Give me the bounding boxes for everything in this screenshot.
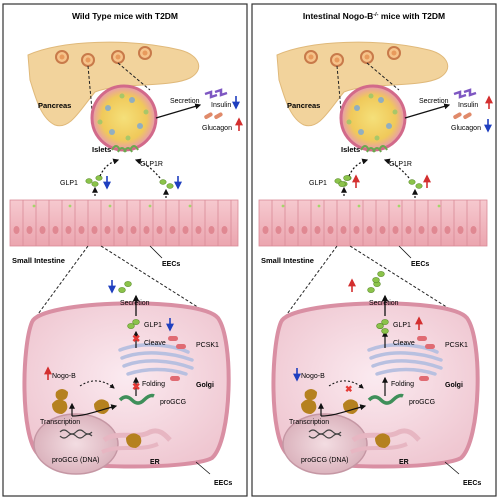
left-title: Wild Type mice with T2DM bbox=[72, 11, 178, 21]
right-eecs-bottom: EECs bbox=[463, 480, 481, 487]
right-pancreas-label: Pancreas bbox=[287, 101, 320, 110]
right-pcsk1-label: PCSK1 bbox=[445, 342, 468, 349]
left-pancreas-label: Pancreas bbox=[38, 101, 71, 110]
left-glucagon-label: Glucagon bbox=[202, 125, 232, 132]
right-nogob-block-icon: ✖ bbox=[345, 384, 353, 394]
left-glp1-label: GLP1 bbox=[60, 180, 78, 187]
left-transcription-label: Transcription bbox=[40, 419, 80, 426]
left-secretion-cell: Secretion bbox=[120, 300, 150, 307]
left-golgi-label: Golgi bbox=[196, 382, 214, 389]
left-insulin-label: Insulin bbox=[211, 102, 231, 109]
left-pcsk1-label: PCSK1 bbox=[196, 342, 219, 349]
right-nogob-label: Nogo-B bbox=[301, 373, 325, 380]
right-er-label: ER bbox=[399, 459, 409, 466]
right-glp1r-label: GLP1R bbox=[389, 161, 412, 168]
right-progcg-dna-label: proGCG (DNA) bbox=[301, 457, 348, 464]
right-small-intestine: Small Intestine bbox=[261, 256, 314, 265]
left-eecs-bottom: EECs bbox=[214, 480, 232, 487]
left-cleave-block-icon: ✖ bbox=[132, 334, 140, 345]
right-secretion-top: Secretion bbox=[419, 98, 449, 105]
right-eecs-label: EECs bbox=[411, 261, 429, 268]
right-transcription-label: Transcription bbox=[289, 419, 329, 426]
left-folding-label: Folding bbox=[142, 381, 165, 388]
left-glp1r-label: GLP1R bbox=[140, 161, 163, 168]
right-secretion-cell: Secretion bbox=[369, 300, 399, 307]
left-folding-block-icon: ✖ bbox=[132, 382, 140, 393]
right-glp1-cell: GLP1 bbox=[393, 322, 411, 329]
left-progcg-label: proGCG bbox=[160, 399, 186, 406]
right-folding-label: Folding bbox=[391, 381, 414, 388]
left-small-intestine: Small Intestine bbox=[12, 256, 65, 265]
left-nogob-label: Nogo-B bbox=[52, 373, 76, 380]
left-islets-label: Islets bbox=[92, 145, 111, 154]
right-glucagon-label: Glucagon bbox=[451, 125, 481, 132]
right-progcg-label: proGCG bbox=[409, 399, 435, 406]
right-insulin-label: Insulin bbox=[458, 102, 478, 109]
left-cleave-label: Cleave bbox=[144, 340, 166, 347]
right-islets-label: Islets bbox=[341, 145, 360, 154]
right-glp1-label: GLP1 bbox=[309, 180, 327, 187]
right-panel: Intestinal Nogo-B-/- mice with T2DM Panc… bbox=[259, 11, 493, 487]
right-cleave-label: Cleave bbox=[393, 340, 415, 347]
left-panel: Wild Type mice with T2DM Pancreas Islets… bbox=[10, 11, 243, 487]
right-golgi-label: Golgi bbox=[445, 382, 463, 389]
right-title: Intestinal Nogo-B-/- mice with T2DM bbox=[303, 11, 445, 21]
left-glp1-cell: GLP1 bbox=[144, 322, 162, 329]
left-secretion-top: Secretion bbox=[170, 98, 200, 105]
right-extra-glp1 bbox=[338, 175, 389, 334]
left-eecs-label: EECs bbox=[162, 261, 180, 268]
left-er-label: ER bbox=[150, 459, 160, 466]
left-progcg-dna-label: proGCG (DNA) bbox=[52, 457, 99, 464]
